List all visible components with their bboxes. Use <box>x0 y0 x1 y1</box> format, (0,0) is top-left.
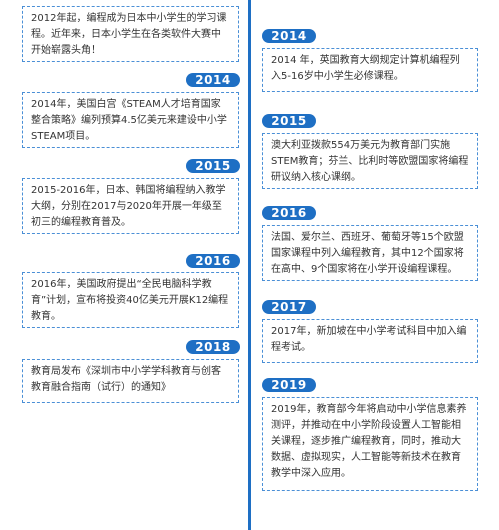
right-event-card: 澳大利亚拨款554万美元为教育部门实施STEM教育；芬兰、比利时等欧盟国家将编程… <box>262 133 478 189</box>
right-year-badge: 2015 <box>262 114 316 128</box>
left-year-badge: 2014 <box>186 73 240 87</box>
timeline-axis <box>248 0 251 530</box>
left-year-badge: 2018 <box>186 340 240 354</box>
right-year-badge: 2016 <box>262 206 316 220</box>
event-text: 法国、爱尔兰、西班牙、葡萄牙等15个欧盟国家课程中列入编程教育，其中12个国家将… <box>271 232 464 275</box>
event-text: 2015-2016年，日本、韩国将编程纳入教学大纲，分别在2017与2020年开… <box>31 185 226 228</box>
event-text: 2014年，美国白宫《STEAM人才培育国家整合策略》编列预算4.5亿美元来建设… <box>31 99 227 142</box>
right-event-card: 法国、爱尔兰、西班牙、葡萄牙等15个欧盟国家课程中列入编程教育，其中12个国家将… <box>262 225 478 281</box>
left-event-card: 2015-2016年，日本、韩国将编程纳入教学大纲，分别在2017与2020年开… <box>22 178 239 234</box>
event-text: 2019年，教育部今年将启动中小学信息素养测评，并推动在中小学阶段设置人工智能相… <box>271 404 467 479</box>
event-text: 教育局发布《深圳市中小学学科教育与创客教育融合指南（试行）的通知》 <box>31 366 221 393</box>
right-year-badge: 2014 <box>262 29 316 43</box>
event-text: 2016年，美国政府提出“全民电脑科学教育”计划，宣布将投资40亿美元开展K12… <box>31 279 229 322</box>
event-text: 澳大利亚拨款554万美元为教育部门实施STEM教育；芬兰、比利时等欧盟国家将编程… <box>271 140 469 183</box>
event-text: 2017年，新加坡在中小学考试科目中加入编程考试。 <box>271 326 467 353</box>
left-event-card: 2014年，美国白宫《STEAM人才培育国家整合策略》编列预算4.5亿美元来建设… <box>22 92 239 148</box>
right-year-badge: 2019 <box>262 378 316 392</box>
left-event-card: 教育局发布《深圳市中小学学科教育与创客教育融合指南（试行）的通知》 <box>22 359 239 403</box>
right-event-card: 2014 年，英国教育大纲规定计算机编程列入5-16岁中小学生必修课程。 <box>262 48 478 92</box>
left-year-badge: 2015 <box>186 159 240 173</box>
right-year-badge: 2017 <box>262 300 316 314</box>
event-text: 2012年起，编程成为日本中小学生的学习课程。近年来，日本小学生在各类软件大赛中… <box>31 13 227 56</box>
event-text: 2014 年，英国教育大纲规定计算机编程列入5-16岁中小学生必修课程。 <box>271 55 460 82</box>
right-event-card: 2017年，新加坡在中小学考试科目中加入编程考试。 <box>262 319 478 363</box>
right-event-card: 2019年，教育部今年将启动中小学信息素养测评，并推动在中小学阶段设置人工智能相… <box>262 397 478 491</box>
left-event-card: 2012年起，编程成为日本中小学生的学习课程。近年来，日本小学生在各类软件大赛中… <box>22 6 239 62</box>
left-year-badge: 2016 <box>186 254 240 268</box>
left-event-card: 2016年，美国政府提出“全民电脑科学教育”计划，宣布将投资40亿美元开展K12… <box>22 272 239 328</box>
